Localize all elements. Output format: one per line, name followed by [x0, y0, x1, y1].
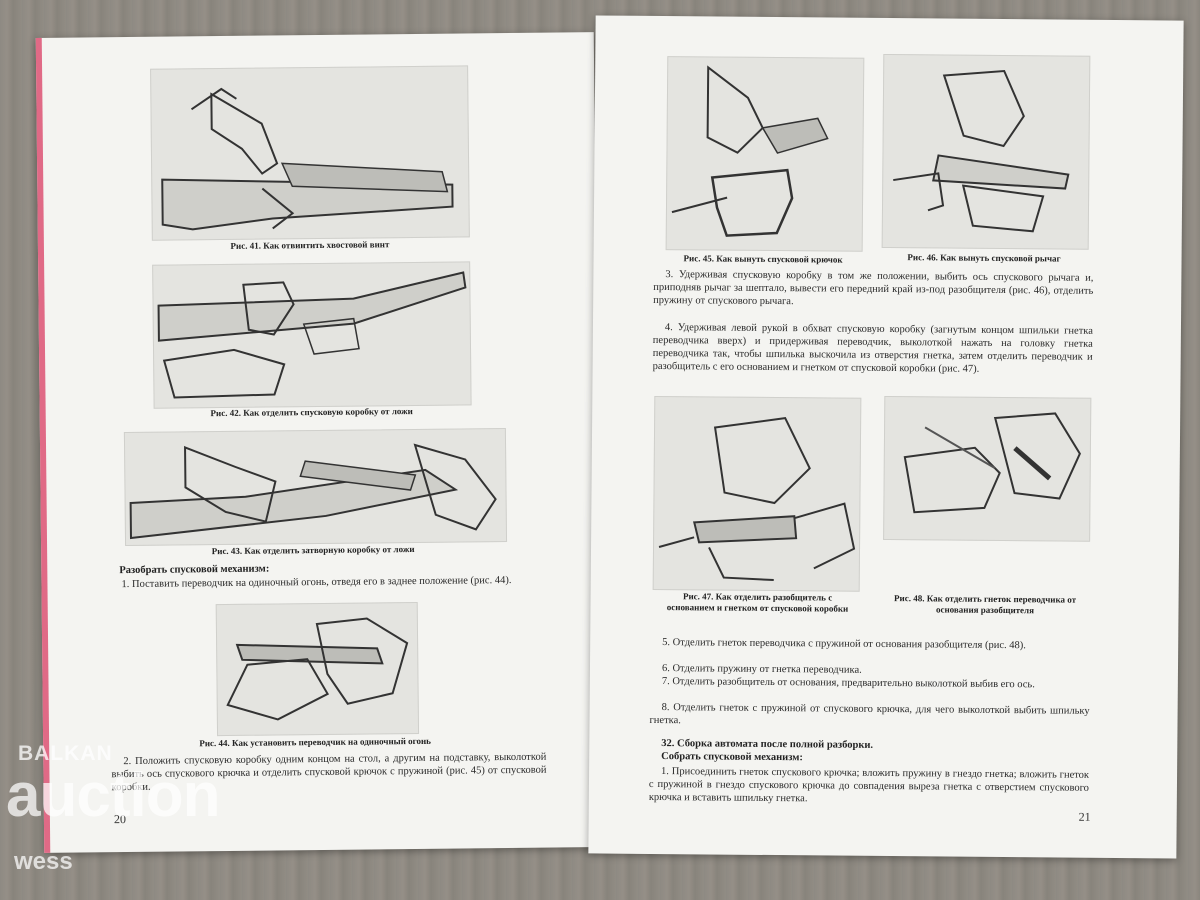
page-number: 21: [1078, 809, 1091, 824]
figure-45: [665, 56, 865, 252]
assembly-subheading: Собрать спусковой механизм:: [661, 751, 803, 764]
figure-44-drawing: [226, 617, 409, 721]
figure-47-caption: Рис. 47. Как отделить разобщитель с осно…: [666, 591, 849, 614]
figure-48: [883, 395, 1092, 542]
figure-43-drawing: [129, 443, 497, 540]
section-32-heading: 32. Сборка автомата после полной разборк…: [661, 738, 874, 751]
paragraph-8: 8. Отделить гнеток с пружиной от спусков…: [649, 702, 1090, 727]
paragraph-5: 5. Отделить гнеток переводчика с пружино…: [662, 637, 1026, 652]
paragraph-3: 3. Удерживая спусковую коробку в том же …: [653, 269, 1094, 308]
figure-41-drawing: [161, 87, 454, 231]
figure-47: [652, 395, 862, 592]
left-page: Рис. 41. Как отвинтить хвостовой винт Ри…: [35, 32, 603, 853]
figure-44-caption: Рис. 44. Как установить переводчик на од…: [199, 735, 431, 749]
figure-41-caption: Рис. 41. Как отвинтить хвостовой винт: [230, 239, 390, 251]
figure-45-drawing: [671, 65, 829, 237]
paragraph-7: 7. Отделить разобщитель от основания, пр…: [661, 676, 1035, 691]
figure-43: [123, 428, 508, 547]
figure-44: [215, 601, 420, 737]
figure-46-drawing: [893, 69, 1070, 233]
figure-48-drawing: [903, 412, 1081, 514]
figure-42-caption: Рис. 42. Как отделить спусковую коробку …: [210, 406, 413, 419]
figure-42: [152, 261, 472, 409]
figure-45-caption: Рис. 45. Как вынуть спусковой крючок: [683, 253, 843, 265]
figure-47-drawing: [658, 417, 856, 582]
figure-46-caption: Рис. 46. Как вынуть спусковой рычаг: [907, 252, 1061, 264]
figure-41: [150, 65, 470, 241]
right-page: Рис. 45. Как вынуть спусковой крючок Рис…: [588, 15, 1184, 859]
figure-43-caption: Рис. 43. Как отделить затворную коробку …: [211, 544, 415, 557]
paragraph-2: 2. Положить спусковую коробку одним конц…: [111, 751, 547, 794]
figure-48-caption: Рис. 48. Как отделить гнеток переводчика…: [894, 593, 1077, 616]
paragraph-4: 4. Удерживая левой рукой в обхват спуско…: [652, 322, 1093, 375]
figure-42-drawing: [157, 271, 467, 399]
figure-46: [881, 53, 1091, 250]
paragraph-1: 1. Поставить переводчик на одиночный ого…: [121, 574, 512, 591]
page-number: 20: [113, 812, 127, 827]
section-heading: Разобрать спусковой механизм:: [119, 563, 270, 577]
assembly-paragraph-1: 1. Присоединить гнеток спускового крючка…: [648, 766, 1090, 805]
